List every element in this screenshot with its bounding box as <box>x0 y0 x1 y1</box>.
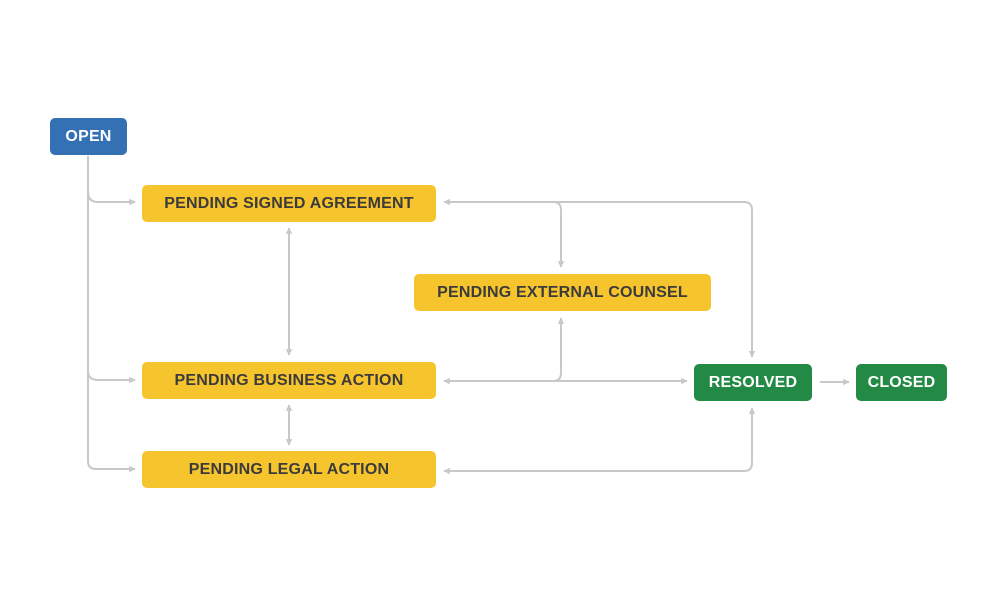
edge-open-to-pba <box>87 370 136 384</box>
status-resolved[interactable]: RESOLVED <box>694 364 812 401</box>
status-pending-external-counsel[interactable]: PENDING EXTERNAL COUNSEL <box>414 274 711 311</box>
status-pending-legal-action[interactable]: PENDING LEGAL ACTION <box>142 451 436 488</box>
edge-open-to-psa <box>87 191 136 206</box>
status-pending-business-action[interactable]: PENDING BUSINESS ACTION <box>142 362 436 399</box>
status-pending-signed-agreement[interactable]: PENDING SIGNED AGREEMENT <box>142 185 436 222</box>
edge-psa-resolved <box>443 198 756 358</box>
edge-psa-pec <box>552 201 565 268</box>
status-open[interactable]: OPEN <box>50 118 127 155</box>
status-closed[interactable]: CLOSED <box>856 364 947 401</box>
edge-open-trunk <box>87 156 136 473</box>
edge-pla-resolved <box>443 407 756 475</box>
edge-pba-pec <box>552 317 565 382</box>
